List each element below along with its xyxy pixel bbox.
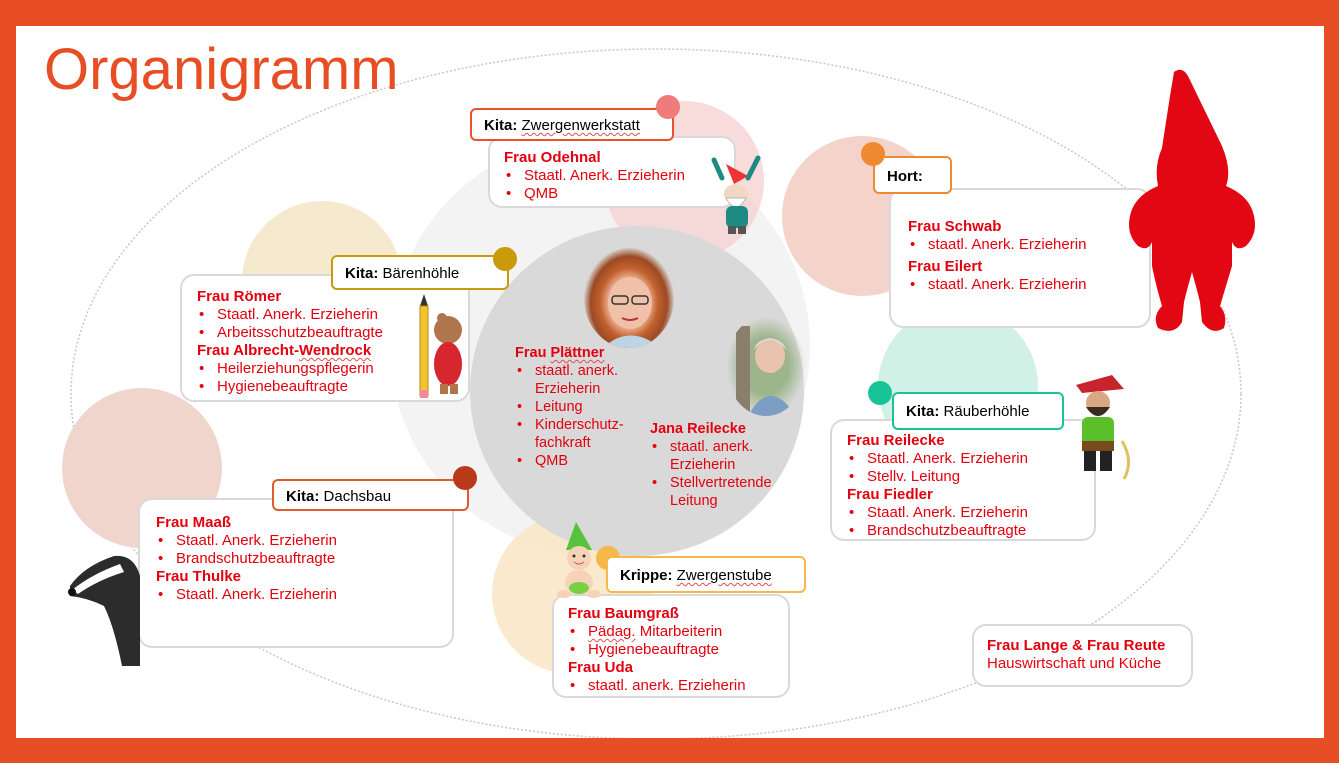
director-info: Frau Plättner staatl. anerk. Erzieherin L… <box>515 344 645 470</box>
staff-role: QMB <box>504 185 720 203</box>
card-zwergenstube: Frau Baumgraß Pädag. Mitarbeiterin Hygie… <box>552 594 790 698</box>
deputy-name: Jana Reilecke <box>650 421 746 437</box>
director-role: QMB <box>515 452 645 470</box>
role-line: Stellvertretende <box>670 475 772 491</box>
staff-role-part: Pädag. <box>588 623 636 640</box>
group-type: Kita: <box>345 265 379 282</box>
dot-zwergenwerkstatt <box>656 95 680 119</box>
staff-role: Arbeitsschutzbeauftragte <box>197 324 454 342</box>
role-line: staatl. anerk. <box>670 439 754 455</box>
baby-gnome-icon <box>557 522 601 598</box>
label-hort: Hort: <box>873 156 952 194</box>
gnome-cheering-icon <box>711 155 761 234</box>
group-name: Dachsbau <box>323 488 392 505</box>
staff-name: Frau Baumgraß <box>568 605 679 622</box>
dot-hort <box>861 142 885 166</box>
group-name: Räuberhöhle <box>943 403 1030 420</box>
staff-role: Hygienebeauftragte <box>197 378 454 396</box>
staff-name: Frau Römer <box>197 288 282 305</box>
slide: Organigramm Frau Odehnal Staatl. Anerk. … <box>16 26 1324 738</box>
group-name: Zwergenstube <box>676 567 772 584</box>
page-title: Organigramm <box>44 37 399 102</box>
staff-role: Staatl. Anerk. Erzieherin <box>847 504 1080 522</box>
director-name-part: Frau <box>515 345 551 361</box>
director-name-part: Plättner <box>550 345 605 361</box>
role-line: staatl. anerk. <box>535 363 619 379</box>
group-type: Krippe: <box>620 567 673 584</box>
staff-role: staatl. Anerk. Erzieherin <box>908 236 1135 254</box>
staff-role: Heilerziehungspflegerin <box>197 360 454 378</box>
staff-name: Frau Eilert <box>908 258 983 275</box>
label-raeuberhoehle: Kita: Räuberhöhle <box>892 392 1064 430</box>
role-line: Leitung <box>670 493 718 509</box>
group-type: Kita: <box>286 488 320 505</box>
kitchen-role: Hauswirtschaft und Küche <box>987 655 1162 672</box>
role-line: Erzieherin <box>670 457 736 473</box>
deputy-info: Jana Reilecke staatl. anerk. Erzieherin S… <box>650 420 800 510</box>
role-line: Erzieherin <box>535 381 601 397</box>
director-name: Frau Plättner <box>515 344 645 362</box>
dot-dachsbau <box>453 466 477 490</box>
label-zwergenwerkstatt: Kita: Zwergenwerkstatt <box>470 108 674 141</box>
staff-name-part: Wendrock <box>298 342 372 359</box>
card-dachsbau: Frau Maaß Staatl. Anerk. Erzieherin Bran… <box>138 498 454 648</box>
group-type: Kita: <box>484 117 518 134</box>
staff-name-part: Frau Albrecht- <box>197 342 299 359</box>
staff-name: Frau Maaß <box>156 514 232 531</box>
group-type: Hort: <box>887 168 923 185</box>
staff-role: Pädag. Mitarbeiterin <box>568 623 774 641</box>
staff-name: Frau Uda <box>568 659 634 676</box>
director-photo <box>584 248 674 348</box>
dot-baerenhoehle <box>493 247 517 271</box>
staff-role: Brandschutzbeauftragte <box>156 550 438 568</box>
dot-raeuberhoehle <box>868 381 892 405</box>
staff-role: staatl. Anerk. Erzieherin <box>908 276 1135 294</box>
group-name: Bärenhöhle <box>382 265 460 282</box>
staff-role: Staatl. Anerk. Erzieherin <box>197 306 454 324</box>
staff-role: Staatl. Anerk. Erzieherin <box>156 586 438 604</box>
staff-name: Frau Schwab <box>908 218 1002 235</box>
staff-name: Frau Albrecht-Wendrock <box>197 342 454 360</box>
kitchen-names: Frau Lange & Frau Reute <box>987 637 1166 654</box>
staff-role: Stellv. Leitung <box>847 468 1080 486</box>
background-ellipse <box>70 48 1242 738</box>
staff-role: Brandschutzbeauftragte <box>847 522 1080 540</box>
director-role: staatl. anerk. Erzieherin <box>515 362 645 398</box>
card-hort: Frau Schwab staatl. Anerk. Erzieherin Fr… <box>889 188 1151 328</box>
card-zwergenwerkstatt: Frau Odehnal Staatl. Anerk. Erzieherin Q… <box>488 136 736 208</box>
staff-name: Frau Fiedler <box>847 486 933 503</box>
label-dachsbau: Kita: Dachsbau <box>272 479 469 511</box>
staff-name: Frau Odehnal <box>504 149 601 166</box>
staff-name: Frau Thulke <box>156 568 242 585</box>
staff-name: Frau Reilecke <box>847 432 945 449</box>
deputy-photo <box>726 316 806 416</box>
deputy-role: staatl. anerk. Erzieherin <box>650 438 800 474</box>
bear-with-pencil-icon <box>419 294 462 398</box>
card-raeuberhoehle: Frau Reilecke Staatl. Anerk. Erzieherin … <box>830 419 1096 541</box>
staff-role: Staatl. Anerk. Erzieherin <box>156 532 438 550</box>
role-line: Kinderschutz- <box>535 417 624 433</box>
robber-character-icon <box>1076 375 1130 480</box>
staff-role: Hygienebeauftragte <box>568 641 774 659</box>
deputy-portrait-icon <box>736 326 796 416</box>
role-line: fachkraft <box>535 435 591 451</box>
staff-role-part: Mitarbeiterin <box>635 623 723 640</box>
card-kitchen: Frau Lange & Frau Reute Hauswirtschaft u… <box>972 624 1193 687</box>
staff-role: Staatl. Anerk. Erzieherin <box>504 167 720 185</box>
gnome-silhouette-icon <box>1129 69 1255 331</box>
director-role: Kinderschutz-fachkraft <box>515 416 645 452</box>
group-type: Kita: <box>906 403 940 420</box>
label-baerenhoehle: Kita: Bärenhöhle <box>331 255 509 290</box>
group-name: Zwergenwerkstatt <box>521 117 640 134</box>
label-zwergenstube: Krippe: Zwergenstube <box>606 556 806 593</box>
badger-icon <box>68 555 140 666</box>
director-role: Leitung <box>515 398 645 416</box>
staff-role: Staatl. Anerk. Erzieherin <box>847 450 1080 468</box>
director-portrait-icon <box>608 277 654 348</box>
staff-role: staatl. anerk. Erzieherin <box>568 677 774 695</box>
